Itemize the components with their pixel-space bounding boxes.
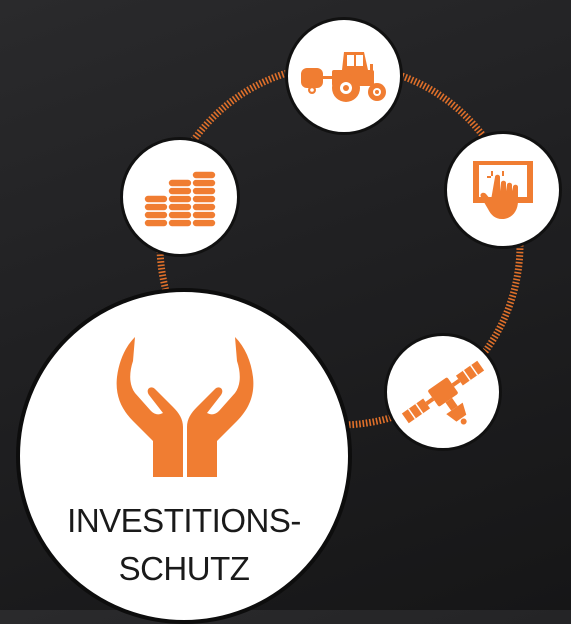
touch-tablet-icon <box>473 161 533 219</box>
coins-node <box>120 137 240 257</box>
diagram-stage: INVESTITIONS- SCHUTZ <box>16 17 562 624</box>
investment-protection-node: INVESTITIONS- SCHUTZ <box>16 288 352 624</box>
tractor-node <box>285 17 403 135</box>
protecting-hands-icon <box>116 337 254 477</box>
satellite-node <box>384 333 502 451</box>
tablet-node <box>444 131 562 249</box>
main-label-line2: SCHUTZ <box>118 550 250 587</box>
satellite-icon <box>401 360 485 425</box>
tractor-icon <box>301 52 386 102</box>
main-label: INVESTITIONS- SCHUTZ <box>20 497 348 593</box>
main-label-line1: INVESTITIONS- <box>67 502 301 539</box>
coin-stacks-icon <box>143 170 217 228</box>
